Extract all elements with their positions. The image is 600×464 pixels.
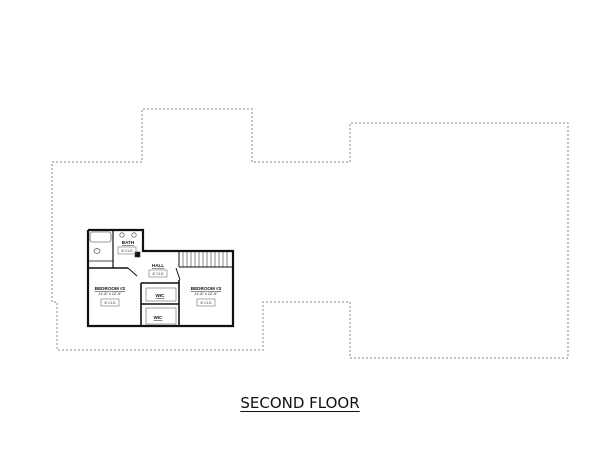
bath-label: BATH [122,240,135,245]
toilet-icon [93,248,101,254]
bath-fixtures [89,231,141,258]
bedroom3-ceiling: 8' CLG [200,301,211,305]
bedroom2-dims: 11'-8" x 12'-9" [98,292,122,296]
bedroom3-dims: 11'-8" x 12'-9" [194,292,218,296]
second-floor-walls [86,228,235,328]
stair-treads [182,251,228,267]
bedroom2-ceiling: 8' CLG [104,301,115,305]
wic1-label: WIC [156,293,166,298]
drawing-title-text: SECOND FLOOR [240,394,360,412]
sink-icon [119,232,125,238]
sink-icon [131,232,137,238]
hall-label: HALL [152,263,164,268]
room-labels: BATH 8' CLG HALL 8' CLG BEDROOM #2 11'-8… [95,240,222,320]
bath-ceiling: 8' CLG [121,249,132,253]
hall-ceiling: 8' CLG [152,272,163,276]
bedroom3-label: BEDROOM #3 [191,286,222,291]
wic2-label: WIC [154,315,164,320]
bedroom2-label: BEDROOM #2 [95,286,126,291]
first-floor-outline [51,108,569,359]
drawing-title: SECOND FLOOR [0,394,600,412]
bathtub-icon [89,231,112,243]
